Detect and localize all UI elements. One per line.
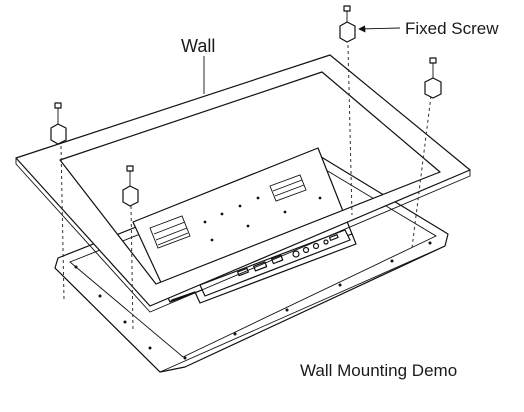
vent-grille <box>149 174 307 249</box>
panel-pc-mount-holes <box>74 241 432 360</box>
fixed-screw-leader-line <box>358 25 401 33</box>
rear-housing <box>132 147 357 304</box>
fixed-screw-label: Fixed Screw <box>405 19 499 38</box>
panel-pc-edge <box>54 245 446 373</box>
fixed-screw <box>424 57 442 99</box>
fixed-screw <box>339 5 356 43</box>
wall-frame-edge <box>15 158 471 313</box>
fixed-screw <box>122 165 139 207</box>
fixed-screw <box>50 102 67 145</box>
wall-frame <box>15 54 471 313</box>
wall-label: Wall <box>181 36 215 56</box>
rear-screw-holes <box>203 196 322 242</box>
caption-label: Wall Mounting Demo <box>300 361 457 380</box>
alignment-lines <box>60 44 432 331</box>
